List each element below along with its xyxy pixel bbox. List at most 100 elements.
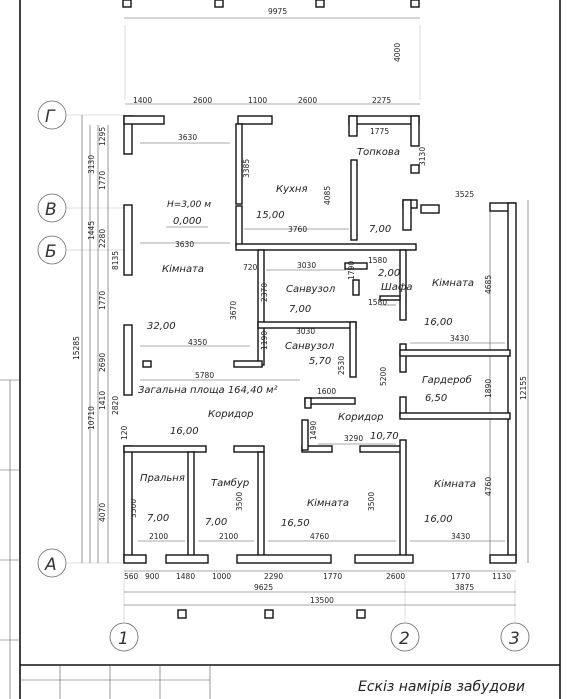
bottom-sub-dim: 9625: [254, 583, 273, 592]
bottom-dim: 1480: [176, 572, 195, 581]
svg-text:1: 1: [118, 629, 129, 649]
axis-col-2: 2: [390, 622, 420, 652]
room-area: 16,00: [170, 426, 199, 437]
inner-dim: 1490: [309, 421, 318, 440]
inner-dim: 1790: [347, 261, 356, 280]
post-marker: [315, 0, 325, 8]
room-area: 2,00: [378, 268, 400, 279]
inner-dim: 2370: [260, 283, 269, 302]
height-note: Н=3,00 м: [167, 200, 211, 210]
left-dim-b: 2690: [98, 353, 107, 372]
svg-text:3: 3: [509, 629, 520, 649]
room-area: 32,00: [147, 321, 176, 332]
inner-dim: 3430: [451, 532, 470, 541]
room-area: 6,50: [425, 393, 447, 404]
walls: [123, 115, 517, 564]
total-area-note: Загальна площа 164,40 м²: [138, 385, 278, 396]
left-dim-a: 1445: [87, 221, 96, 240]
room-area: 16,00: [424, 514, 453, 525]
room-area: 7,00: [147, 513, 169, 524]
bottom-dim: 2290: [264, 572, 283, 581]
axis-col-1: 1: [109, 622, 139, 652]
inner-dim: 1775: [370, 127, 389, 136]
left-dim-b: 4070: [98, 503, 107, 522]
inner-dim: 2530: [337, 356, 346, 375]
bottom-dim: 1000: [212, 572, 231, 581]
bottom-sub-dim: 3875: [455, 583, 474, 592]
left-dim-b: 2280: [98, 229, 107, 248]
room-name: Тамбур: [211, 477, 249, 489]
inner-dim: 720: [243, 263, 258, 272]
room-name: Санвузол: [285, 341, 335, 352]
inner-dim: 4760: [310, 532, 329, 541]
room-area: 5,70: [309, 356, 331, 367]
inner-dim: 2100: [219, 532, 238, 541]
axis-row-g: Г: [37, 100, 67, 130]
left-inner-dim: 120: [120, 425, 129, 440]
svg-text:В: В: [45, 200, 57, 220]
bottom-dim: 2600: [386, 572, 405, 581]
top-seg-dim: 2600: [193, 96, 212, 105]
room-name: Гардероб: [422, 374, 472, 386]
left-dim-b: 1410: [98, 391, 107, 410]
axis-row-a: А: [37, 548, 67, 578]
room-name: Коридор: [208, 409, 253, 420]
level-note: 0,000: [173, 216, 202, 227]
top-seg-dim: 2600: [298, 96, 317, 105]
inner-dim: 3670: [229, 301, 238, 320]
post-marker: [177, 609, 187, 619]
inner-dim: 5780: [195, 371, 214, 380]
room-name: Санвузол: [286, 284, 336, 295]
right-dim: 4685: [484, 275, 493, 294]
room-area: 7,00: [289, 304, 311, 315]
post-marker: [264, 609, 274, 619]
post-marker: [122, 0, 132, 8]
room-area: 7,00: [205, 517, 227, 528]
room-name: Кімната: [432, 277, 474, 289]
bottom-dim: 1770: [323, 572, 342, 581]
left-dim-b: 1295: [98, 127, 107, 146]
inner-dim: 3385: [242, 159, 251, 178]
inner-dim: 3030: [297, 261, 316, 270]
room-name: Шафа: [381, 282, 413, 293]
stamp-title: Ескіз намірів забудови: [358, 679, 525, 695]
right-dim: 4760: [484, 477, 493, 496]
left-dim-b: 1770: [98, 171, 107, 190]
top-right-vert-dim: 4000: [393, 43, 402, 62]
bottom-dim: 560: [124, 572, 139, 581]
svg-text:2: 2: [399, 629, 410, 649]
post-marker: [356, 609, 366, 619]
axis-row-b: Б: [37, 235, 67, 265]
room-area: 7,00: [369, 224, 391, 235]
inner-dim: 1580: [368, 298, 387, 307]
svg-text:Б: Б: [45, 242, 57, 262]
room-name: Топкова: [357, 147, 400, 158]
left-inner-dim: 2820: [111, 396, 120, 415]
top-seg-dim: 1400: [133, 96, 152, 105]
left-inner-dim: 8135: [111, 251, 120, 270]
bottom-overall-dim: 13500: [310, 596, 334, 605]
top-seg-dim: 1100: [248, 96, 267, 105]
right-dim: 1890: [484, 379, 493, 398]
post-marker: [214, 0, 224, 8]
inner-dim: 3500: [235, 492, 244, 511]
post-marker: [410, 0, 420, 8]
room-name: Кухня: [276, 184, 308, 195]
inner-dim: 1580: [368, 256, 387, 265]
right-inner-dim: 5200: [379, 367, 388, 386]
inner-dim: 3630: [175, 240, 194, 249]
left-inner-dim: 3500: [129, 499, 138, 518]
inner-dim: 1600: [317, 387, 336, 396]
left-dim-a: 3130: [87, 155, 96, 174]
room-area: 16,50: [281, 518, 310, 529]
left-dim-b: 1770: [98, 291, 107, 310]
room-name: Кімната: [434, 478, 476, 490]
room-name: Кімната: [162, 263, 204, 275]
inner-dim: 3500: [367, 492, 376, 511]
inner-dim: 2100: [149, 532, 168, 541]
room-area: 16,00: [424, 317, 453, 328]
axis-col-3: 3: [500, 622, 530, 652]
axis-row-v: В: [37, 193, 67, 223]
top-seg-dim: 2275: [372, 96, 391, 105]
